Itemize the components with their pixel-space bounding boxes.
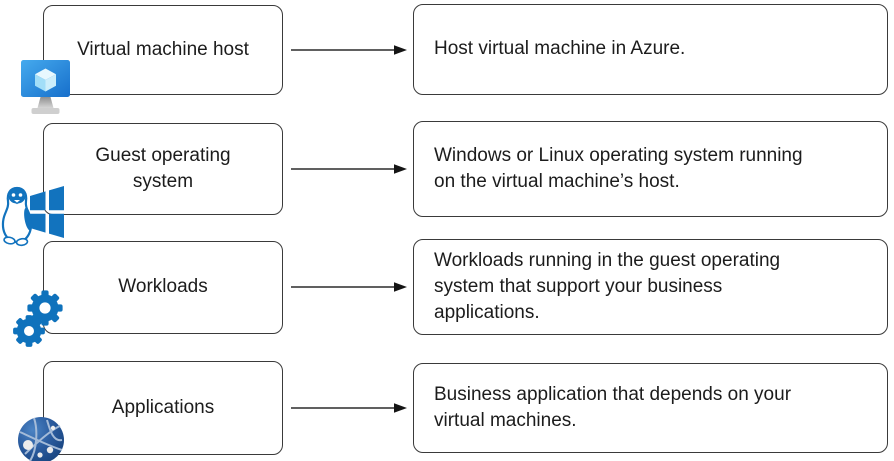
tux-penguin xyxy=(1,186,33,247)
flow-arrow xyxy=(291,164,407,174)
flow-arrow xyxy=(291,403,407,413)
windows-logo xyxy=(30,186,64,238)
description-box-guest-os: Windows or Linux operating system runnin… xyxy=(413,121,888,217)
layer-label: Applications xyxy=(111,396,215,418)
description-box-workloads: Workloads running in the guest operating… xyxy=(413,239,888,335)
web-globe-icon xyxy=(18,417,64,461)
layer-description: Host virtual machine in Azure. xyxy=(434,38,686,60)
flow-arrow xyxy=(291,282,407,292)
windows-linux-icon xyxy=(1,186,64,247)
description-box-virtual-machine-host: Host virtual machine in Azure. xyxy=(413,4,888,95)
layer-description: Windows or Linux operating system runnin… xyxy=(434,144,803,192)
layer-box-virtual-machine-host: Virtual machine host xyxy=(43,5,283,95)
gears-icon xyxy=(13,290,63,347)
layer-description: Business application that depends on you… xyxy=(434,383,792,431)
layer-box-workloads: Workloads xyxy=(43,241,283,334)
layer-label: Workloads xyxy=(118,276,208,298)
layer-label: Guest operating system xyxy=(95,144,231,192)
layer-label: Virtual machine host xyxy=(77,38,249,60)
layer-description: Workloads running in the guest operating… xyxy=(434,249,781,324)
layer-box-applications: Applications xyxy=(43,361,283,455)
vm-monitor-icon xyxy=(21,60,70,114)
description-box-applications: Business application that depends on you… xyxy=(413,363,888,453)
flow-arrow xyxy=(291,45,407,55)
layer-box-guest-os: Guest operating system xyxy=(43,123,283,215)
